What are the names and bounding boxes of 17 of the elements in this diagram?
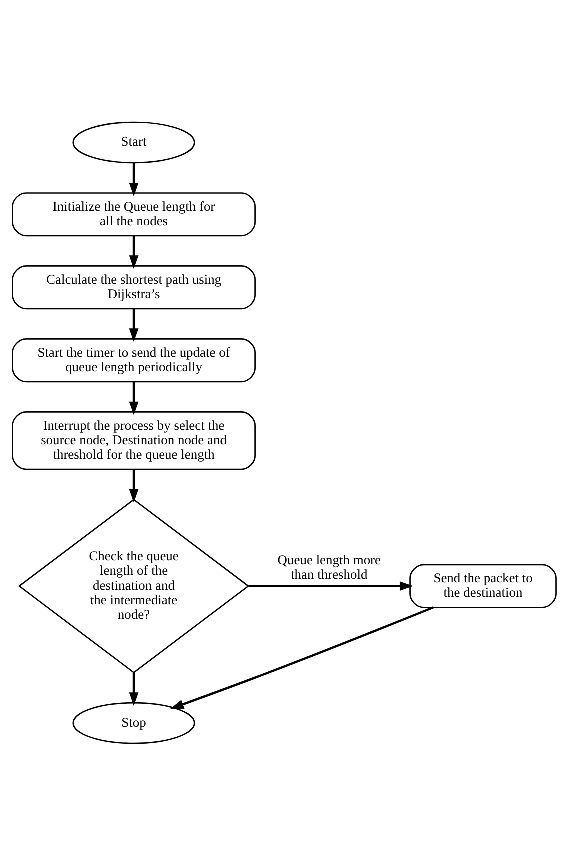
arrow [248, 582, 414, 592]
arrow [129, 309, 139, 342]
node-box: Calculate the shortest path using Dijkstra’s [12, 266, 256, 310]
arrow [129, 163, 139, 197]
node-ellipse: Stop [72, 702, 196, 744]
arrow [129, 470, 139, 503]
edge-label: Queue length more than threshold [278, 552, 382, 582]
node-box: Initialize the Queue length for all the nodes [12, 192, 256, 237]
arrow [170, 606, 434, 710]
node-box: Start the timer to send the update of queue length periodically [12, 338, 256, 383]
node-diamond: Check the queue length of the destination and the intermediate node? [18, 498, 250, 674]
node-ellipse: Start [72, 122, 196, 164]
arrow [129, 382, 139, 416]
arrow [129, 673, 139, 706]
node-box: Send the packet to the destination [410, 564, 557, 608]
arrow [129, 236, 139, 270]
node-box: Interrupt the process by select the source node, Destination node and threshold for the queue length [12, 412, 256, 470]
